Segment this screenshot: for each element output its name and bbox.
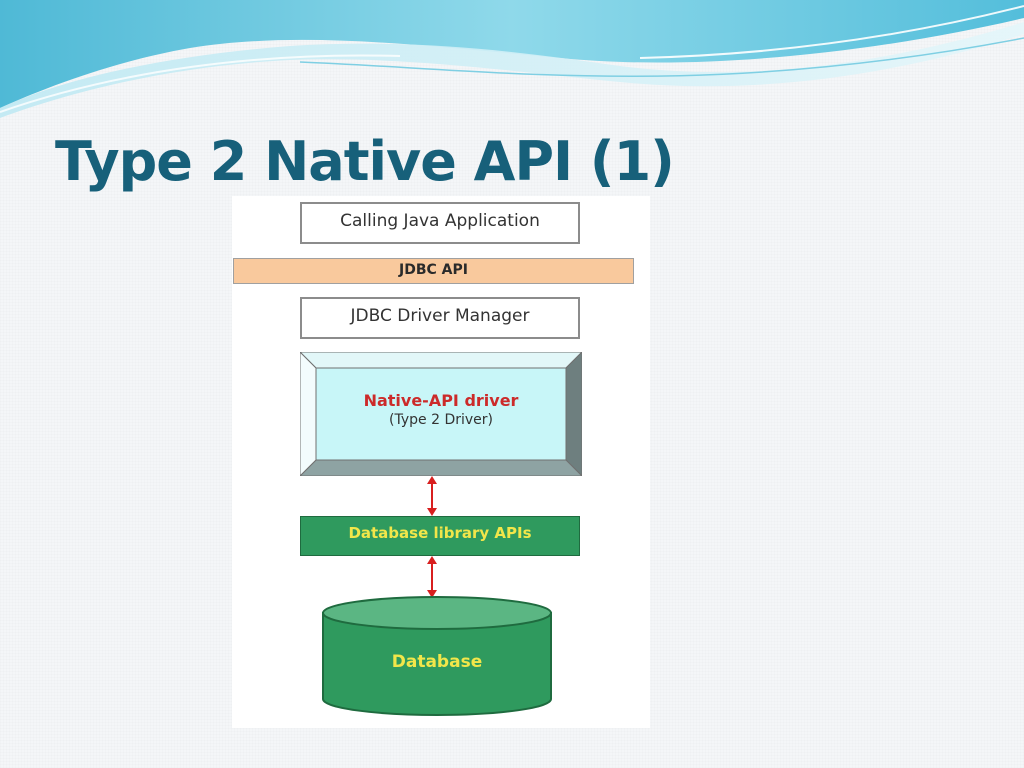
- database-label: Database: [391, 652, 483, 672]
- jdbc-api-label: JDBC API: [399, 262, 468, 278]
- database-library-apis-bar: [300, 516, 580, 556]
- slide-title: Type 2 Native API (1): [55, 130, 675, 193]
- jdbc-api-bar: [233, 258, 634, 284]
- jdbc-driver-manager-box: [300, 297, 580, 339]
- native-api-driver-sublabel: (Type 2 Driver): [389, 412, 493, 428]
- native-api-driver-label: Native-API driver: [363, 391, 519, 410]
- header-wave-decoration: [0, 0, 1024, 118]
- bidirectional-arrow-icon: [427, 556, 437, 598]
- native-api-driver-box: [300, 352, 582, 476]
- jdbc-driver-manager-label: JDBC Driver Manager: [350, 306, 530, 326]
- calling-java-application-label: Calling Java Application: [340, 211, 540, 231]
- database-library-apis-label: Database library APIs: [348, 524, 532, 542]
- calling-java-application-box: [300, 202, 580, 244]
- database-cylinder-icon: [322, 596, 552, 716]
- bidirectional-arrow-icon: [427, 476, 437, 516]
